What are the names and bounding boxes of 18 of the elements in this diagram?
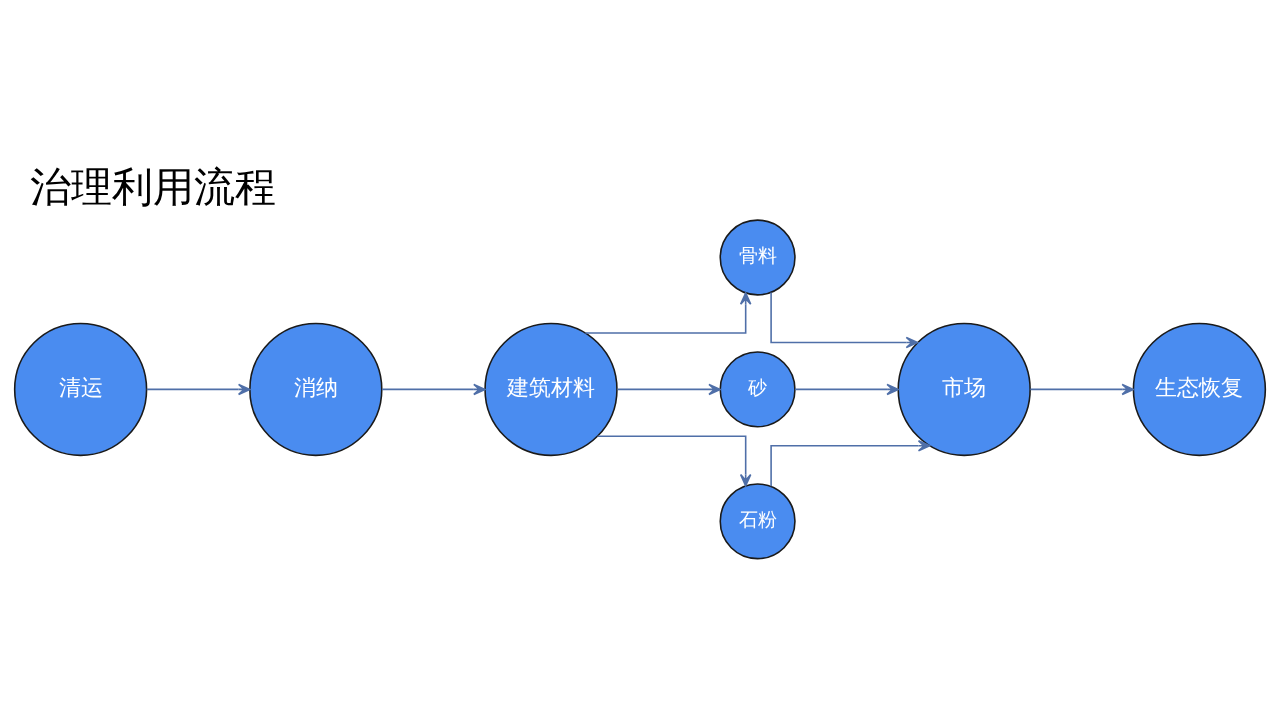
node-circle: 石粉 — [719, 483, 796, 560]
arrow — [596, 435, 752, 487]
diagram-title: 治理利用流程 — [29, 162, 276, 211]
arrow — [794, 383, 899, 396]
arrow — [1029, 383, 1135, 396]
arrow — [770, 291, 919, 349]
arrow — [584, 292, 752, 334]
arrow — [381, 383, 486, 396]
node-circle: 生态恢复 — [1132, 322, 1267, 457]
node-circle: 消纳 — [249, 322, 383, 457]
node-circle: 市场 — [897, 322, 1031, 457]
arrow — [145, 383, 251, 396]
node-circle: 建筑材料 — [484, 322, 618, 457]
node-circle: 清运 — [13, 322, 148, 457]
node-circle: 砂 — [719, 351, 796, 428]
arrow — [616, 383, 721, 396]
node-circle: 骨料 — [719, 219, 796, 296]
arrow — [770, 440, 931, 487]
